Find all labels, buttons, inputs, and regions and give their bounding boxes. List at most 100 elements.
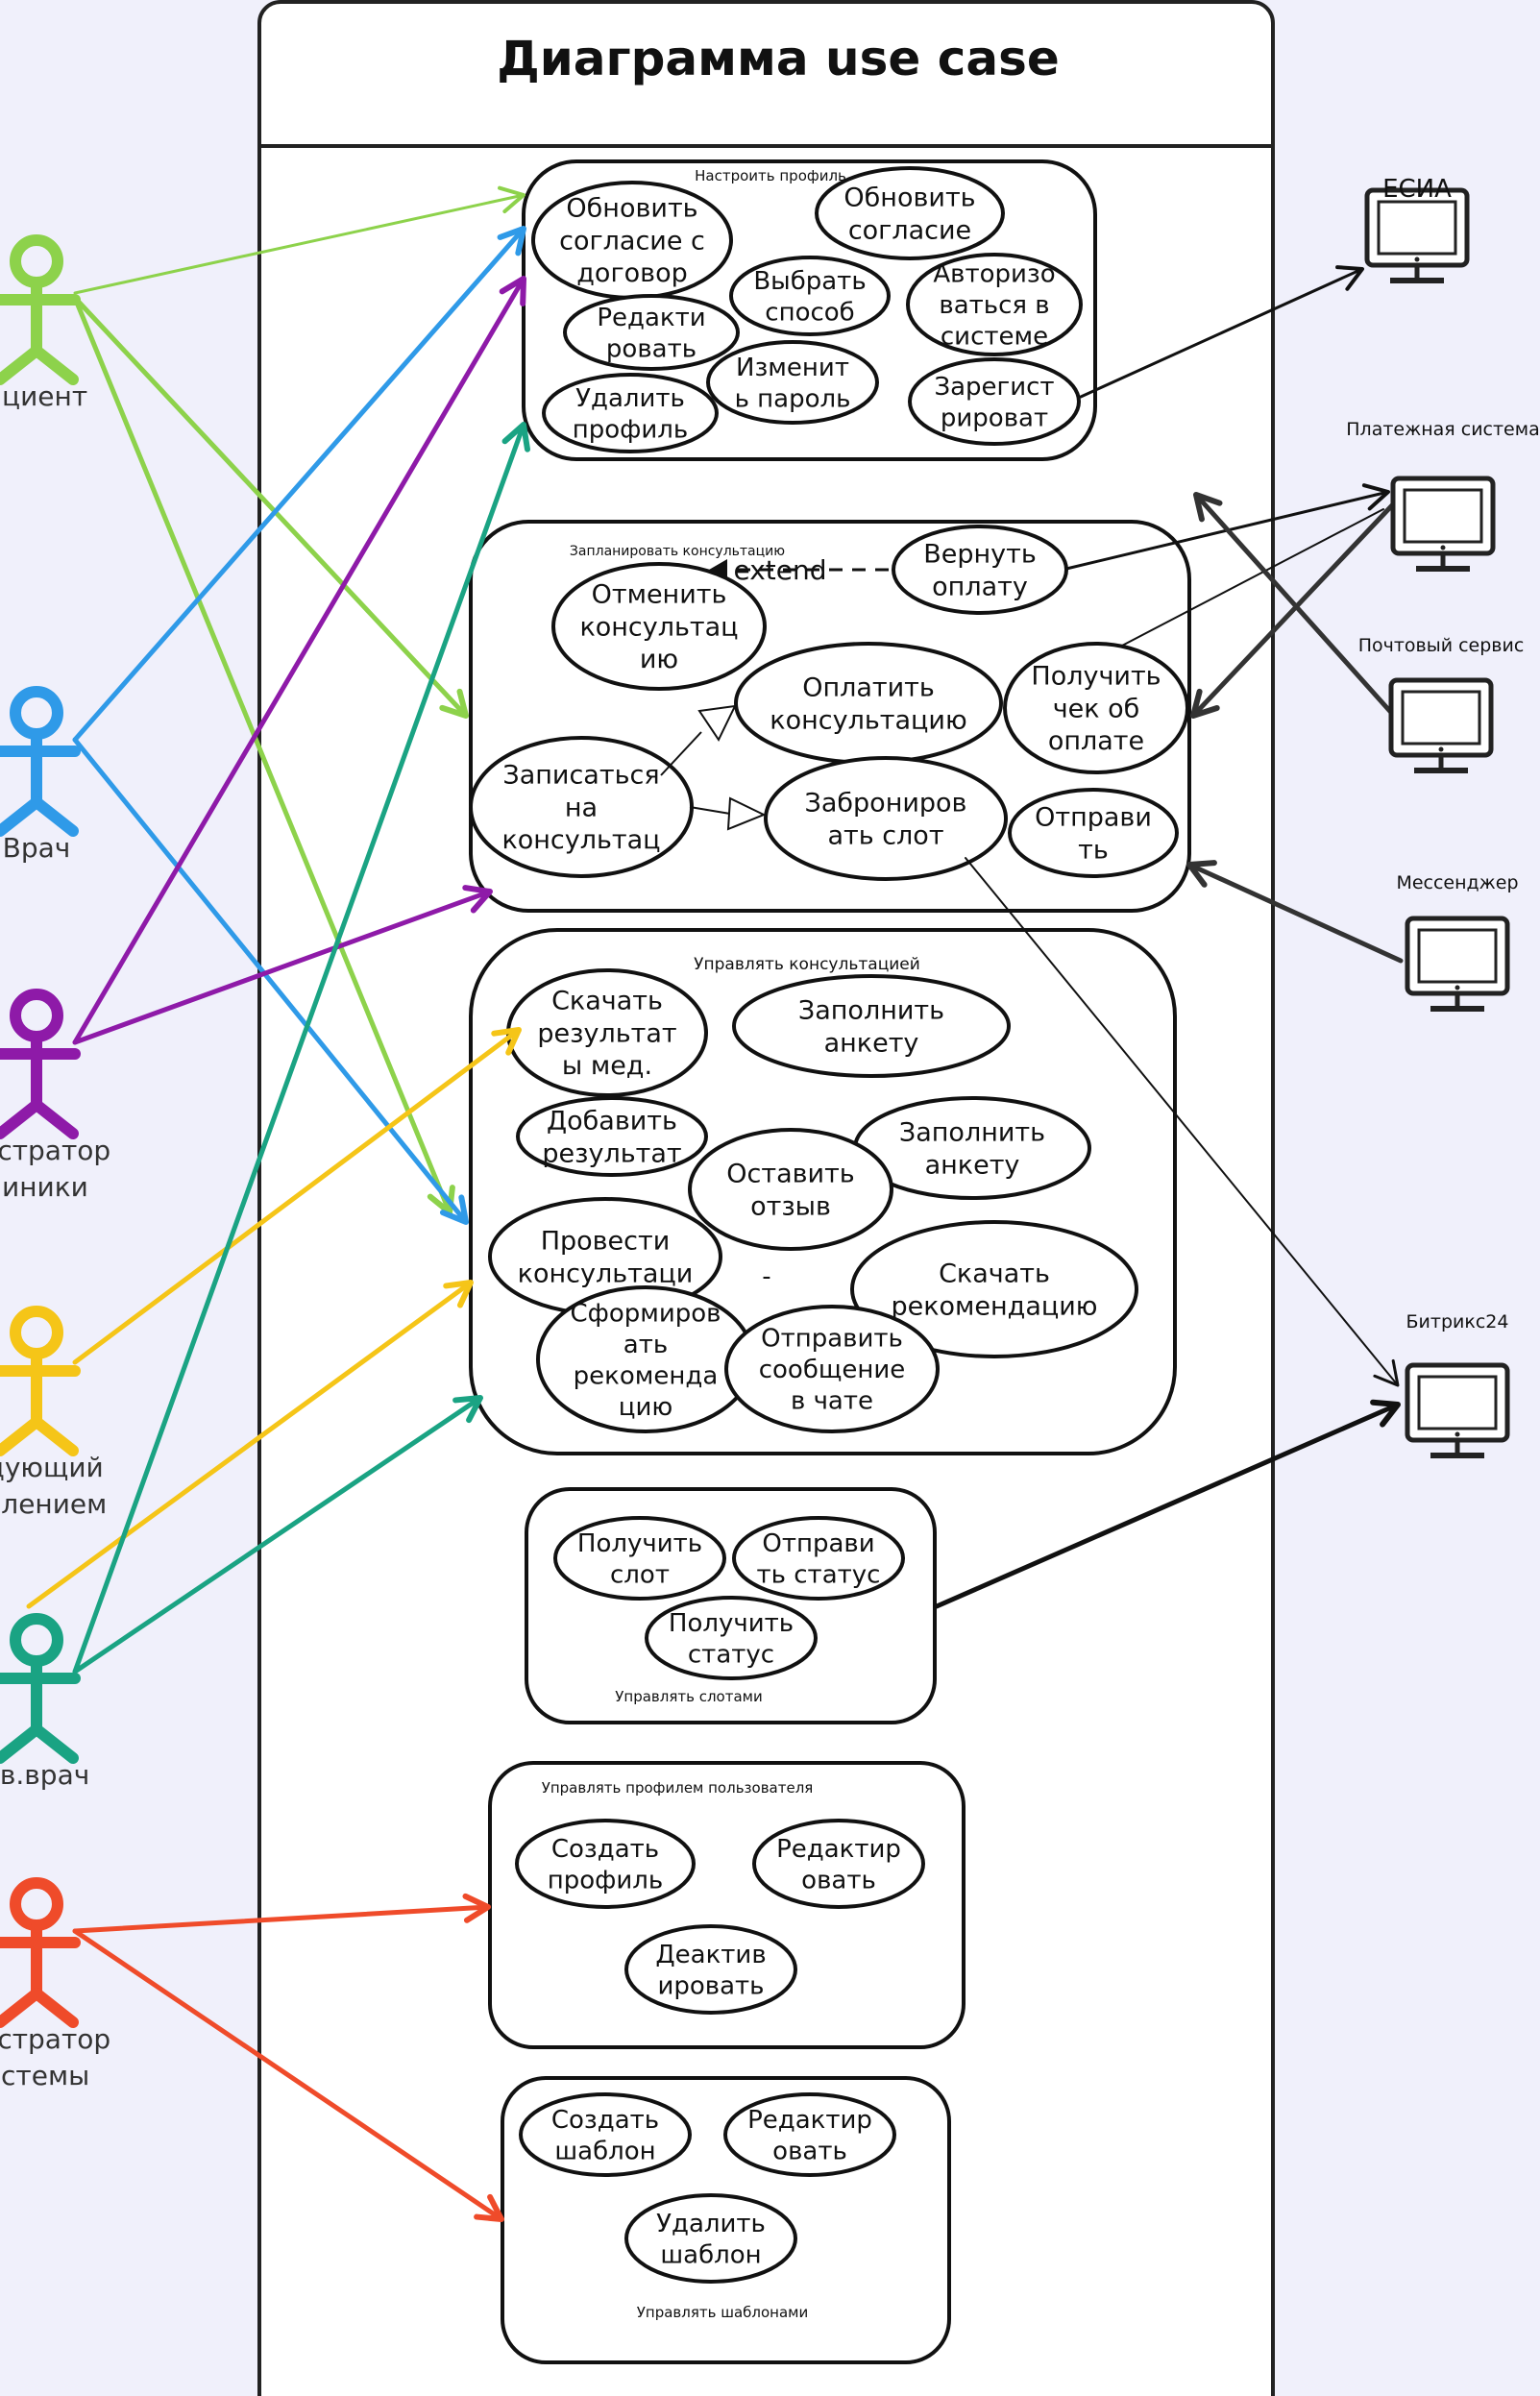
use-case-label: согласие с — [559, 226, 705, 256]
use-case-label: Вернуть — [923, 540, 1037, 570]
system-label: Платежная система — [1346, 419, 1539, 440]
arrow-slot-bitrix — [965, 857, 1400, 1387]
use-case-ellipse — [732, 1516, 905, 1601]
arrow-register-esia — [1079, 265, 1364, 399]
use-case-label: оплате — [1048, 726, 1144, 756]
actor-leg — [31, 345, 79, 385]
use-case-label: консультац — [579, 612, 738, 642]
monitor-screen — [1401, 690, 1481, 746]
use-case-label: Получить — [1031, 662, 1161, 692]
use-case-uc26: Отправить статус — [732, 1516, 905, 1601]
actor-doctor: Врач — [0, 686, 81, 864]
dash-mark: - — [762, 1262, 770, 1291]
arrow-clinicadmin-plan — [72, 885, 493, 1045]
use-case-label: Деактив — [655, 1941, 766, 1969]
use-case-label: Создать — [551, 2106, 659, 2135]
system-label: Мессенджер — [1396, 872, 1518, 893]
actor-leg — [0, 1099, 42, 1139]
actor-label: делением — [0, 1488, 107, 1520]
use-case-label: Скачать — [551, 987, 663, 1016]
system-mail: Почтовый сервис — [1358, 635, 1525, 773]
actor-head — [10, 686, 63, 740]
actor-leg — [0, 1724, 42, 1764]
extend-relation: extend — [709, 554, 889, 586]
line-receipt-payment — [1121, 508, 1384, 647]
use-case-ellipse — [563, 294, 740, 371]
use-case-ellipse — [1008, 788, 1179, 878]
use-case-label: Обновить — [843, 183, 975, 213]
use-case-label: ть статус — [757, 1560, 881, 1589]
system-label: Почтовый сервис — [1358, 635, 1525, 656]
use-case-ellipse — [752, 1819, 925, 1909]
use-case-ellipse — [908, 357, 1081, 446]
arrow-patient-profile — [73, 185, 526, 295]
use-case-label: способ — [765, 298, 854, 327]
use-case-label: консультаци — [518, 1259, 694, 1288]
use-case-label: договор — [576, 258, 687, 288]
use-case-ellipse — [551, 562, 767, 691]
actor-label: истемы — [0, 2060, 89, 2091]
use-case-ellipse — [553, 1516, 726, 1601]
arrow-chief-manage — [72, 1395, 483, 1675]
monitor-screen — [1403, 488, 1483, 544]
use-case-ellipse — [734, 642, 1003, 765]
use-case-label: Редакти — [597, 304, 705, 332]
actor-leg — [0, 796, 42, 837]
use-case-label: Записаться — [502, 761, 659, 791]
use-case-label: ию — [640, 645, 678, 674]
use-case-label: Создать — [551, 1835, 659, 1864]
use-case-label: слот — [610, 1560, 670, 1589]
actor-head — [10, 1613, 63, 1667]
use-case-label: ать — [623, 1331, 668, 1359]
group-label-templates: Управлять шаблонами — [637, 2304, 808, 2321]
diagram-title: Диаграмма use case — [497, 31, 1060, 86]
use-case-label: рекоменда — [574, 1361, 719, 1390]
system-esia: ЕСИА — [1364, 175, 1470, 283]
arrow-payment-plan — [1190, 501, 1396, 719]
use-case-label: Удалить — [656, 2210, 766, 2238]
arrow-clinicadmin-profile — [72, 276, 526, 1045]
use-case-label: ы мед. — [562, 1051, 652, 1081]
actor-label: линики — [0, 1171, 88, 1203]
use-case-ellipse — [645, 1596, 818, 1680]
use-case-ellipse — [723, 2092, 896, 2177]
arrow-head-manage-2 — [26, 1280, 474, 1609]
actor-label: нистратор — [0, 2023, 110, 2055]
use-case-label: статус — [688, 1640, 774, 1669]
use-case-label: ировать — [657, 1971, 764, 2000]
use-case-label: ваться в — [939, 291, 1049, 320]
arrow-doctor-profile — [72, 226, 526, 743]
use-case-label: сообщение — [759, 1356, 906, 1384]
use-case-ellipse — [542, 373, 719, 453]
system-label: ЕСИА — [1382, 175, 1452, 204]
use-case-ellipse — [515, 1819, 696, 1909]
monitor-screen — [1417, 928, 1498, 984]
actor-clinic_admin: нистраторлиники — [0, 989, 110, 1203]
actor-patient: ациент — [0, 234, 87, 412]
arrow-messenger-plan — [1186, 860, 1404, 964]
use-case-label: шаблон — [660, 2240, 761, 2269]
use-case-label: Авторизо — [933, 260, 1055, 289]
use-case-ellipse — [850, 1220, 1138, 1358]
actor-head — [10, 1877, 63, 1931]
use-case-ellipse — [1003, 642, 1189, 774]
system-bitrix: Битрикс24 — [1405, 1311, 1510, 1458]
actor-chief: ав.врач — [0, 1613, 89, 1791]
actor-leg — [0, 1988, 42, 2028]
use-case-uc15: Отправить — [1008, 788, 1179, 878]
actor-leg — [31, 1724, 79, 1764]
use-case-label: овать — [801, 1866, 876, 1895]
use-case-label: ровать — [606, 334, 697, 363]
